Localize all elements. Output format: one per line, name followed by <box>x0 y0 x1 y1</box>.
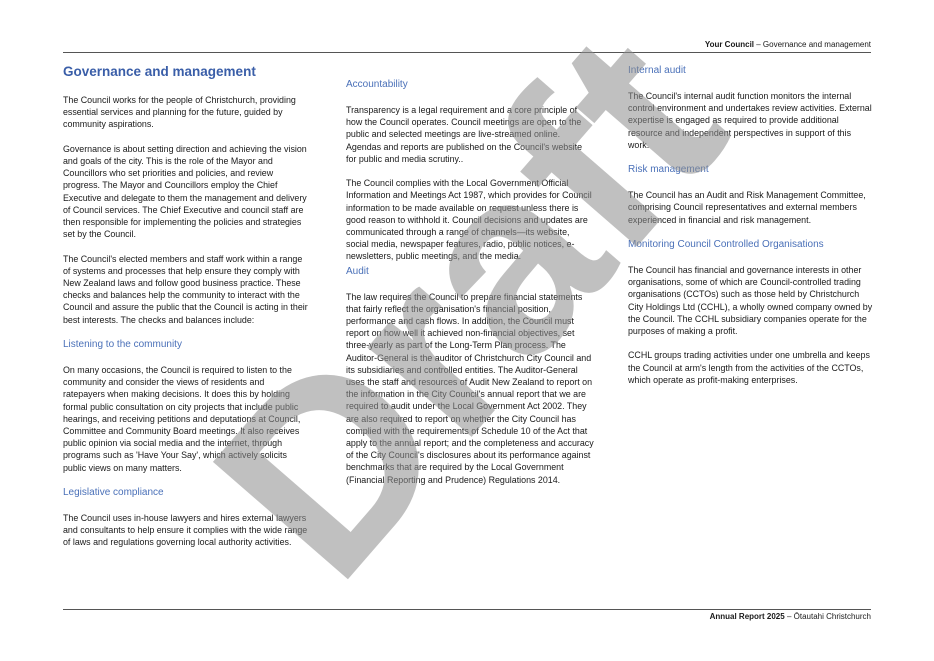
listening-paragraph: On many occasions, the Council is requir… <box>63 365 301 473</box>
page-footer: Annual Report 2025 – Ōtautahi Christchur… <box>63 609 871 624</box>
governance-paragraph: Governance is about setting direction an… <box>63 143 307 240</box>
column-right: Internal audit The Council's internal au… <box>628 64 873 398</box>
header-separator: – <box>754 40 763 49</box>
header-section: Your Council <box>704 40 755 49</box>
monitoring-paragraph-2: CCHL groups trading activities under one… <box>628 350 870 385</box>
intro-paragraph: The Council works for the people of Chri… <box>63 95 296 130</box>
audit-paragraph: The law requires the Council to prepare … <box>346 291 594 485</box>
internal-audit-heading: Internal audit <box>628 65 686 76</box>
footer-report: Annual Report 2025 <box>709 612 785 621</box>
internal-audit-paragraph: The Council's internal audit function mo… <box>628 91 872 150</box>
accountability-paragraph-2: The Council complies with the Local Gove… <box>346 178 592 262</box>
audit-heading: Audit <box>346 265 369 277</box>
legislative-heading: Legislative compliance <box>63 487 164 499</box>
footer-city: Ōtautahi Christchurch <box>793 612 871 621</box>
checks-paragraph: The Council's elected members and staff … <box>63 253 308 325</box>
legislative-paragraph: The Council uses in-house lawyers and hi… <box>63 513 308 548</box>
listening-heading: Listening to the community <box>63 339 182 351</box>
risk-heading: Risk management <box>628 164 709 176</box>
page-title: Governance and management <box>63 64 256 79</box>
footer-separator: – <box>784 612 794 621</box>
header-subsection: Governance and management <box>762 40 871 49</box>
page-header: Your Council – Governance and management <box>63 38 871 53</box>
accountability-heading: Accountability <box>346 79 408 90</box>
risk-paragraph: The Council has an Audit and Risk Manage… <box>628 190 866 225</box>
column-middle: Accountability Transparency is a legal r… <box>346 78 594 498</box>
column-left: Governance and management The Council wo… <box>63 62 308 561</box>
accountability-paragraph-1: Transparency is a legal requirement and … <box>346 105 583 164</box>
monitoring-paragraph-1: The Council has financial and governance… <box>628 265 873 337</box>
monitoring-heading: Monitoring Council Controlled Organisati… <box>628 239 824 250</box>
